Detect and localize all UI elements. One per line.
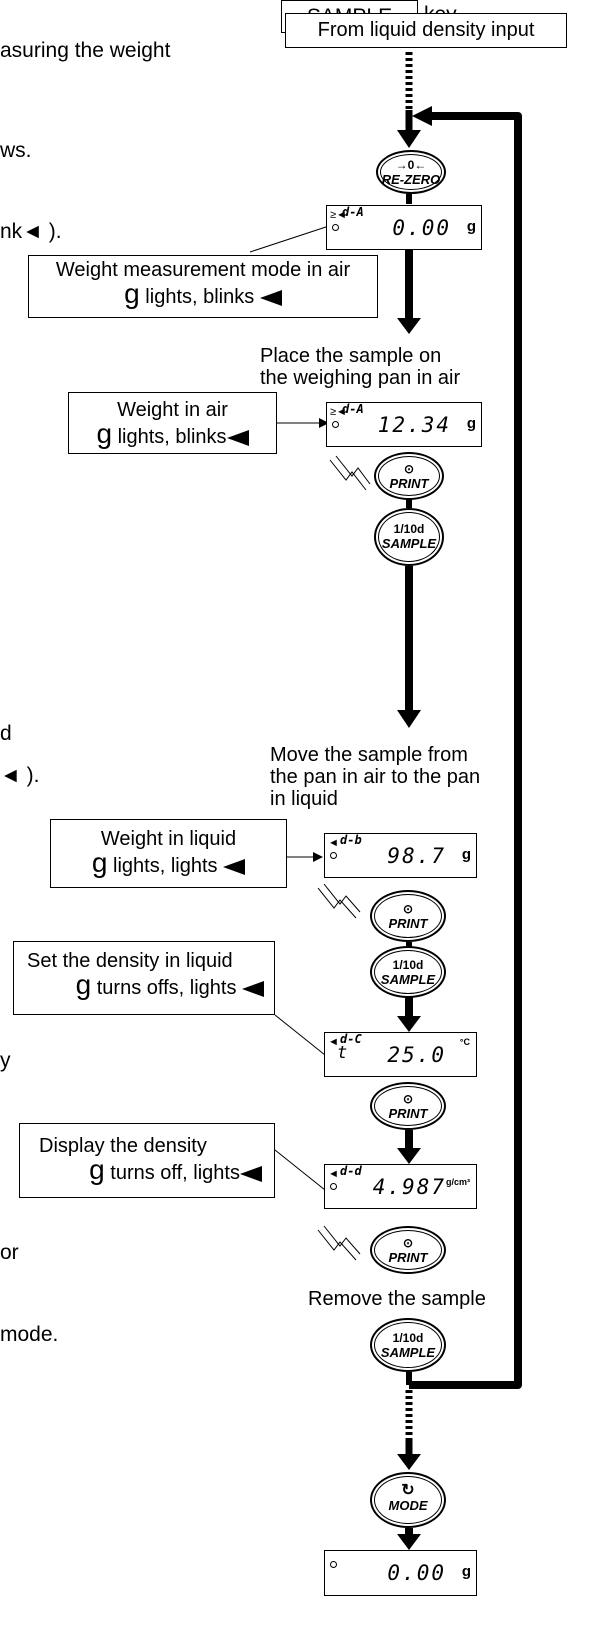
sample-key-3[interactable]: 1/10d SAMPLE	[370, 1318, 446, 1372]
text-fragment-6: ◄ ).	[0, 764, 40, 787]
left-triangle-icon	[223, 858, 246, 875]
left-triangle-icon	[242, 980, 264, 997]
text-fragment-2: asuring the weight	[0, 39, 171, 62]
text-fragment-4: nk◄ ).	[0, 220, 62, 243]
text-fragment-7: y	[0, 1049, 11, 1072]
display-2: ≥◄ d-A 12.34 g	[326, 402, 482, 447]
display-5: ◄ d-d 4.987 g/cm³	[324, 1164, 477, 1209]
text-fragment-5: d	[0, 722, 12, 745]
rezero-key[interactable]: →0← RE-ZERO	[376, 150, 446, 194]
text-fragment-8: or	[0, 1241, 19, 1264]
callout-air-mode: Weight measurement mode in air g lights,…	[28, 255, 378, 318]
start-box: From liquid density input	[285, 13, 567, 48]
print-key-2[interactable]: ⊙ PRINT	[370, 890, 446, 942]
callout-weight-liquid: Weight in liquid g lights, lights	[50, 819, 287, 888]
step-1-caption: Place the sample on the weighing pan in …	[260, 345, 461, 389]
print-key-3[interactable]: ⊙ PRINT	[370, 1082, 446, 1130]
print-key-1[interactable]: ⊙ PRINT	[374, 452, 444, 500]
text-fragment-3: ws.	[0, 139, 32, 162]
left-triangle-icon	[259, 289, 282, 306]
callout-set-density: Set the density in liquid g turns offs, …	[13, 941, 275, 1015]
display-1: ≥◄ d-A 0.00 g	[326, 205, 482, 250]
callout-weight-air: Weight in air g lights, blinks	[68, 392, 277, 454]
print-key-4[interactable]: ⊙ PRINT	[370, 1226, 446, 1274]
mode-key[interactable]: ↻ MODE	[370, 1472, 446, 1528]
left-triangle-icon	[240, 1165, 262, 1182]
sample-key-1[interactable]: 1/10d SAMPLE	[374, 508, 444, 566]
display-4: ◄ d-C t 25.0 °C	[324, 1032, 477, 1077]
display-6: 0.00 g	[324, 1550, 477, 1596]
display-3: ◄ d-b 98.7 g	[324, 833, 477, 878]
step-2-caption: Move the sample from the pan in air to t…	[270, 744, 481, 810]
sample-key-2[interactable]: 1/10d SAMPLE	[370, 946, 446, 998]
step-3-caption: Remove the sample	[308, 1288, 486, 1310]
left-triangle-icon	[226, 429, 249, 446]
callout-display-density: Display the density g turns off, lights	[19, 1123, 275, 1198]
text-fragment-9: mode.	[0, 1323, 59, 1346]
